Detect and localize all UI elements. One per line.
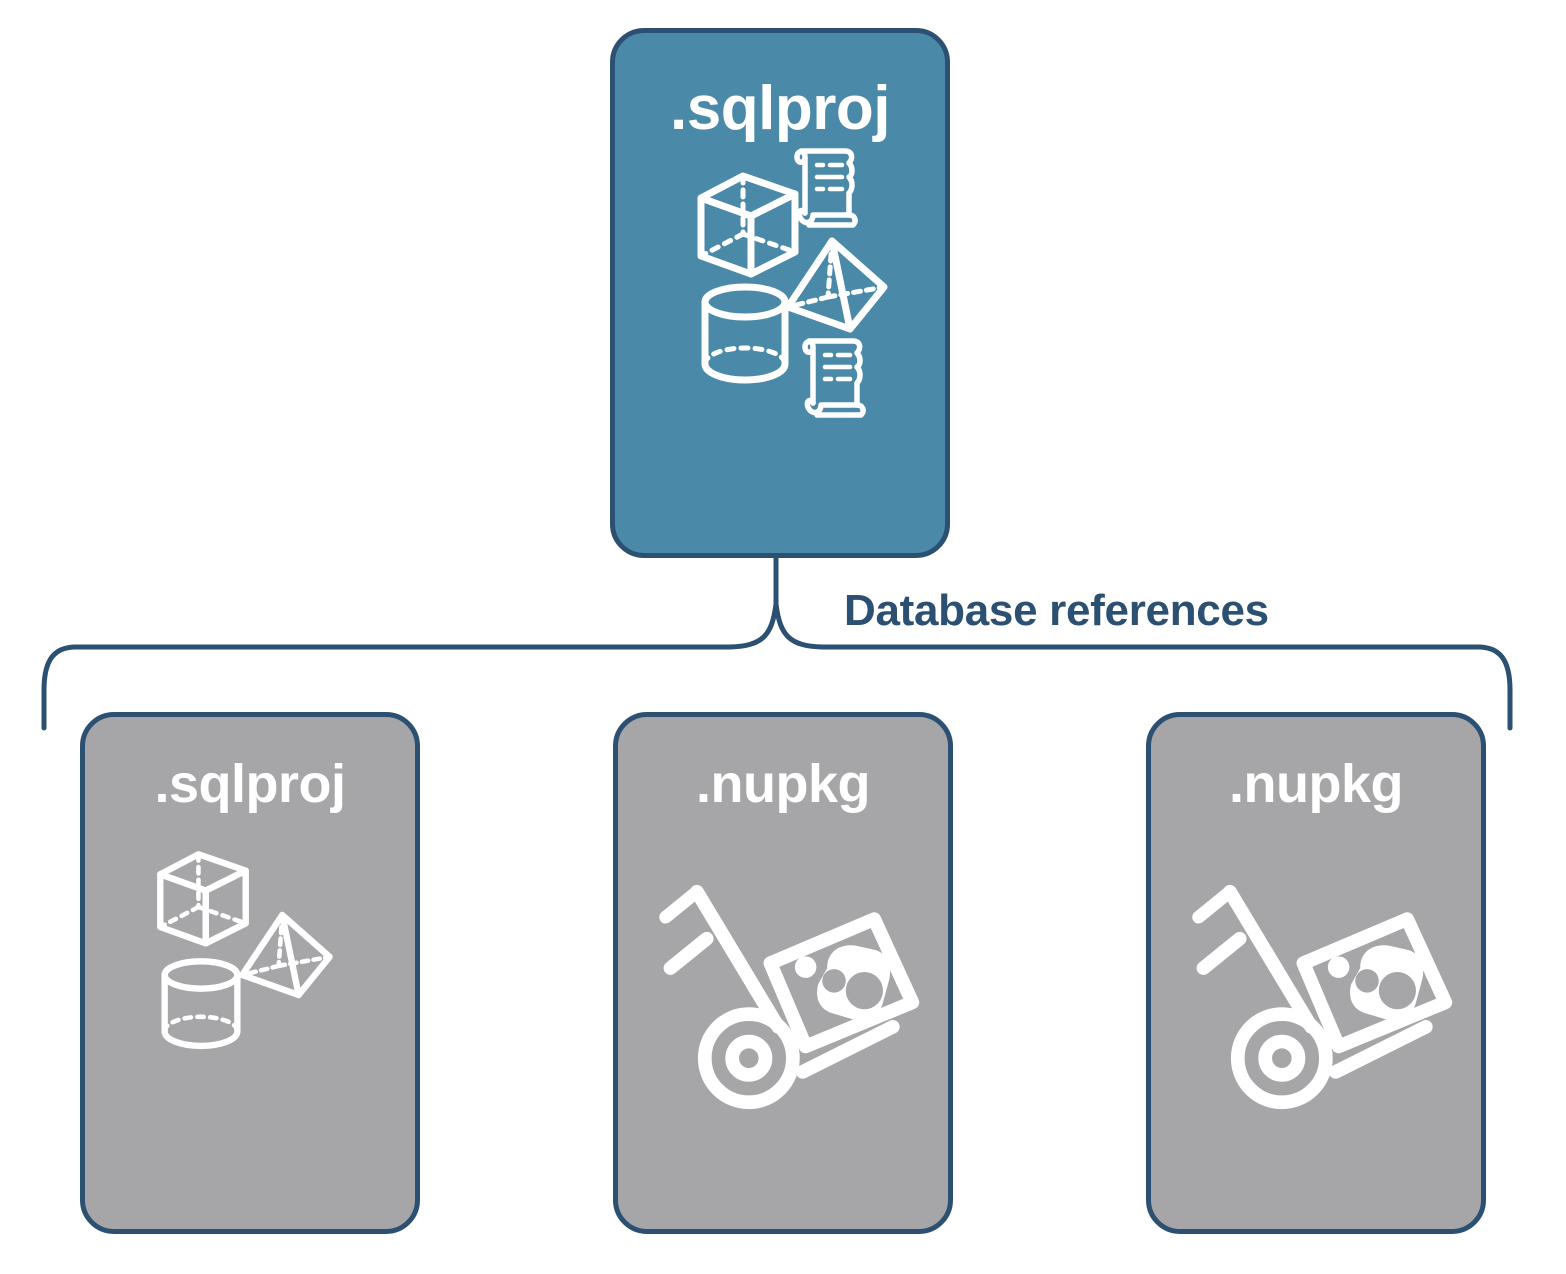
script-scroll-icon bbox=[802, 338, 866, 418]
package-hand-truck-icon bbox=[659, 884, 920, 1110]
pyramid-icon bbox=[239, 911, 333, 999]
cube-icon bbox=[157, 851, 249, 947]
reference-node-icon-group bbox=[85, 811, 415, 1229]
reference-node-icon-group bbox=[1151, 811, 1481, 1229]
cylinder-icon bbox=[701, 283, 789, 384]
reference-node-label: .nupkg bbox=[1229, 754, 1403, 814]
cube-icon bbox=[697, 172, 799, 278]
reference-node-nupkg-1[interactable]: .nupkg bbox=[613, 712, 953, 1234]
package-hand-truck-icon bbox=[1192, 884, 1453, 1110]
reference-node-label: .sqlproj bbox=[154, 754, 346, 814]
script-scroll-icon bbox=[794, 148, 858, 228]
reference-node-icon-group bbox=[618, 811, 948, 1229]
root-node-icon-group bbox=[615, 140, 945, 553]
reference-node-label: .nupkg bbox=[696, 754, 870, 814]
brace-label: Database references bbox=[844, 586, 1269, 635]
root-node-label: .sqlproj bbox=[670, 74, 890, 143]
pyramid-icon bbox=[784, 237, 888, 333]
reference-node-nupkg-2[interactable]: .nupkg bbox=[1146, 712, 1486, 1234]
root-node-sqlproj[interactable]: .sqlproj bbox=[610, 28, 950, 558]
cylinder-icon bbox=[161, 958, 241, 1050]
reference-node-sqlproj[interactable]: .sqlproj bbox=[80, 712, 420, 1234]
